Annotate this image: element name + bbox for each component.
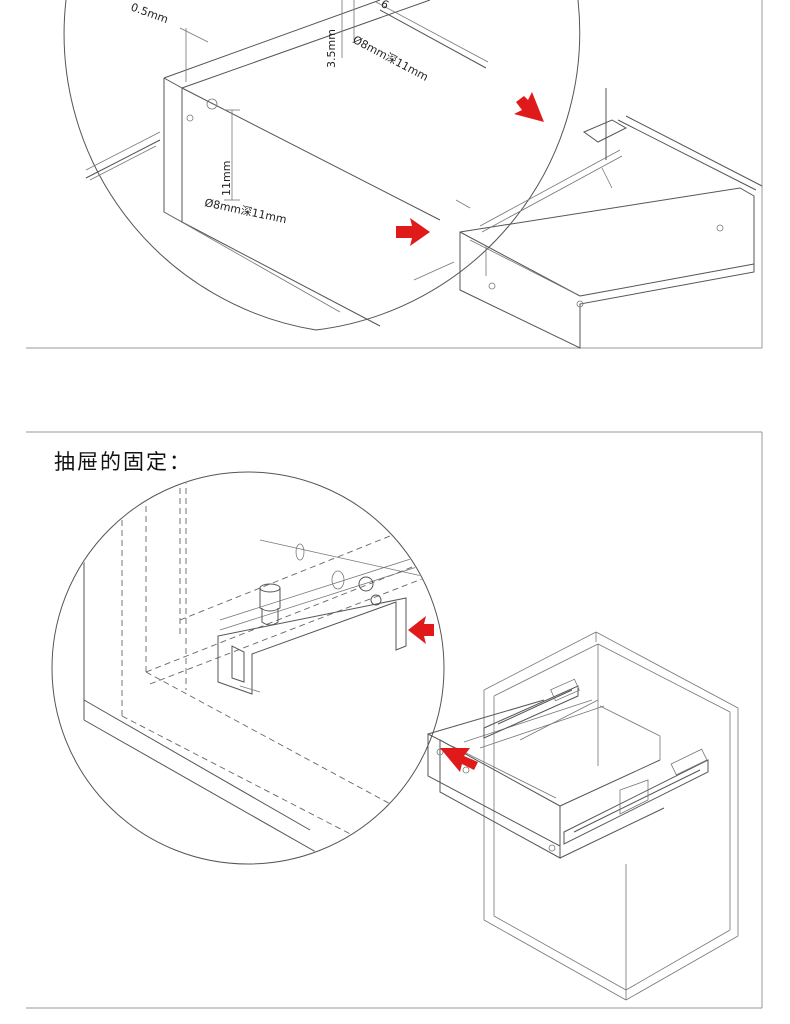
magnified-drawer-corner bbox=[83, 478, 441, 863]
label-dim-vertical-small: 3.5mm bbox=[325, 29, 338, 68]
arrow-icon bbox=[440, 748, 478, 772]
arrow-icon bbox=[514, 92, 544, 122]
label-drill-bottom: Ø8mm深11mm bbox=[203, 196, 287, 226]
top-magnifier-circle bbox=[63, 0, 581, 331]
top-diagram: 0.5mm 3.5mm 6 Ø8mm深11mm 11mm Ø8mm深11mm bbox=[26, 0, 763, 349]
label-drill-top: Ø8mm深11mm bbox=[351, 33, 431, 84]
section-title: 抽屉的固定： bbox=[54, 450, 192, 474]
label-dim-vertical-large: 11mm bbox=[220, 161, 233, 196]
cabinet-assembly bbox=[427, 631, 739, 1001]
label-dim-top-left: 0.5mm bbox=[129, 1, 170, 27]
top-dimensions bbox=[179, 0, 355, 201]
top-side-board bbox=[163, 0, 441, 327]
bottom-magnifier-circle bbox=[51, 471, 445, 865]
top-drawer-assembly bbox=[413, 88, 763, 349]
arrow-icon bbox=[408, 616, 434, 644]
arrow-icon bbox=[396, 218, 430, 246]
label-dim-top-right: 6 bbox=[379, 0, 391, 12]
top-drill-bits bbox=[85, 1, 489, 181]
